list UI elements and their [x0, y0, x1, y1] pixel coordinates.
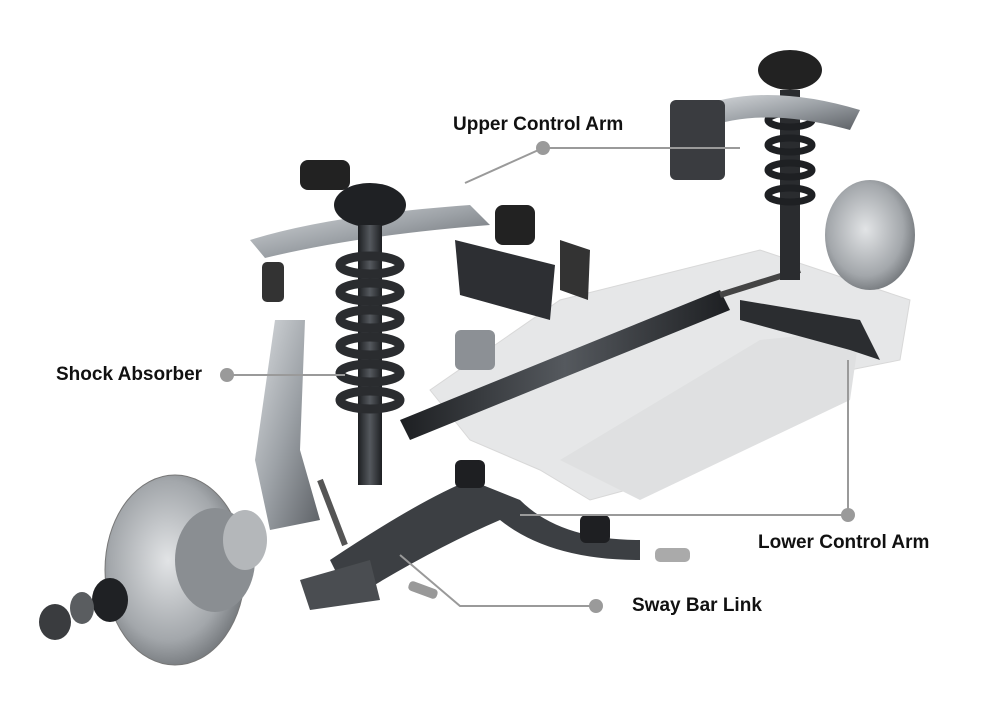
label-lower-control-arm: Lower Control Arm — [758, 532, 930, 553]
upper-control-arm — [250, 160, 590, 320]
steering-knuckle — [255, 262, 320, 530]
steering-rack — [400, 267, 801, 440]
lower-control-arm — [300, 460, 690, 610]
dot-upper-control-arm — [536, 141, 550, 155]
label-upper-control-arm: Upper Control Arm — [453, 114, 624, 135]
leader-sway-bar-link — [399, 554, 596, 607]
brake-rotor — [39, 474, 267, 666]
dot-lower-control-arm — [841, 508, 855, 522]
right-strut-assembly — [670, 50, 915, 360]
shock-absorber — [334, 183, 406, 485]
dot-shock-absorber — [220, 368, 234, 382]
label-shock-absorber: Shock Absorber — [56, 364, 203, 385]
sway-bar-link — [317, 478, 438, 599]
dot-sway-bar-link — [589, 599, 603, 613]
leader-dots — [220, 141, 855, 613]
label-sway-bar-link: Sway Bar Link — [632, 595, 762, 616]
